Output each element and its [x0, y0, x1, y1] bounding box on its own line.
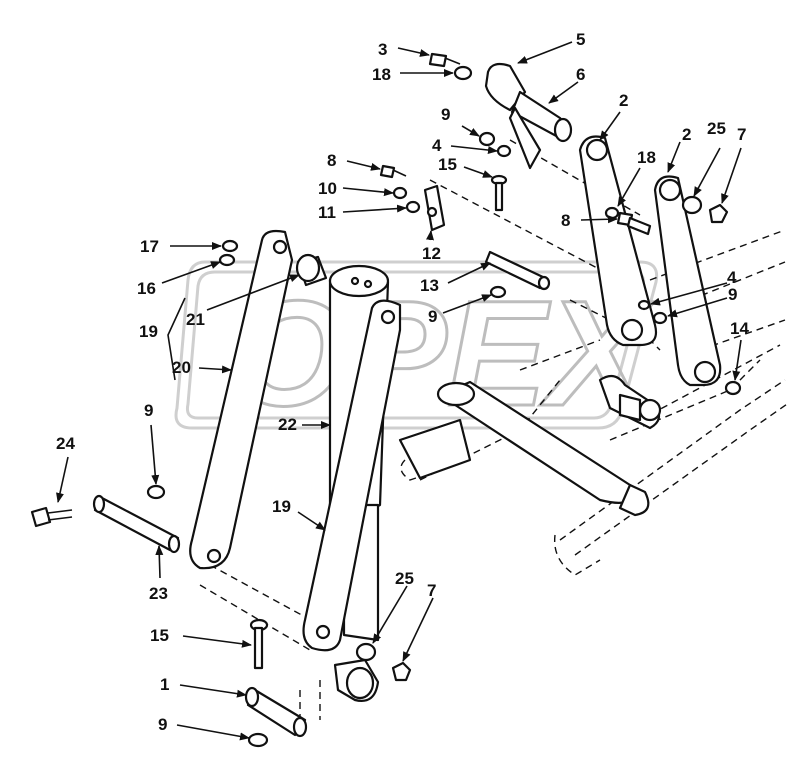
callout-6: 6	[576, 65, 585, 84]
callout-18: 18	[372, 65, 391, 84]
callout-13: 13	[420, 276, 439, 295]
callout-14: 14	[730, 319, 749, 338]
bolt-15-lower	[249, 618, 269, 670]
link-2-rear	[653, 175, 722, 387]
callout-20: 20	[172, 358, 191, 377]
bolt-8-top	[379, 164, 407, 179]
callout-24: 24	[56, 434, 75, 453]
callout-labels: 3 5 18 6 2 9 4 2 25 7 18 15 8 10 11 8 12…	[56, 30, 749, 734]
watermark: OPEX	[174, 260, 659, 439]
pin-1	[244, 686, 308, 738]
callout-8: 8	[561, 211, 570, 230]
cross-shaft	[398, 380, 650, 517]
shaft-13	[484, 250, 551, 291]
nut-9-left	[146, 484, 166, 500]
callout-7: 7	[427, 581, 436, 600]
washer-25-upper	[681, 195, 703, 215]
callout-1: 1	[160, 675, 169, 694]
nut-7-lower	[391, 661, 412, 682]
callout-2: 2	[619, 91, 628, 110]
callout-11: 11	[318, 203, 336, 222]
callout-3: 3	[378, 40, 387, 59]
nut-16	[218, 253, 236, 267]
callout-21: 21	[186, 310, 205, 329]
bolt-8-right	[616, 211, 652, 236]
leader-lines	[56, 41, 742, 741]
callout-12: 12	[422, 244, 441, 263]
callout-25: 25	[395, 569, 414, 588]
washer-25-lower	[355, 642, 377, 662]
callout-9: 9	[428, 307, 437, 326]
callout-9: 9	[441, 105, 450, 124]
callout-9: 9	[144, 401, 153, 420]
callout-19: 19	[272, 497, 291, 516]
link-20-left	[189, 229, 294, 570]
pin-23	[92, 494, 181, 554]
callout-19: 19	[139, 322, 158, 341]
nut-9-center	[489, 285, 507, 299]
callout-25: 25	[707, 119, 726, 138]
callout-7: 7	[737, 125, 746, 144]
callout-8: 8	[327, 151, 336, 170]
callout-22: 22	[278, 415, 297, 434]
callout-9: 9	[158, 715, 167, 734]
nut-11	[405, 200, 421, 214]
nut-7-upper	[708, 203, 729, 224]
callout-10: 10	[318, 179, 337, 198]
pivot-bracket-right	[598, 374, 662, 430]
nut-10	[392, 186, 408, 200]
callout-2: 2	[682, 125, 691, 144]
bolt-24	[30, 506, 73, 528]
bolt-15-top	[490, 174, 508, 212]
nut-4-right	[637, 299, 651, 311]
bracket-12	[423, 184, 446, 232]
callout-18: 18	[637, 148, 656, 167]
bushing-21	[295, 253, 328, 287]
nut-18-right	[604, 206, 620, 220]
callout-15: 15	[150, 626, 169, 645]
callout-4: 4	[727, 268, 737, 287]
bolt-3	[428, 52, 461, 68]
watermark-text: OPEX	[230, 269, 655, 437]
callout-9: 9	[728, 285, 737, 304]
pivot-arm-5	[484, 62, 573, 170]
link-2-front	[578, 135, 658, 347]
nut-17	[221, 239, 239, 253]
nut-9-top	[478, 131, 496, 147]
rod-end-bushing	[333, 658, 380, 702]
nut-18-top	[453, 65, 473, 81]
link-19-center	[302, 299, 402, 652]
callout-16: 16	[137, 279, 156, 298]
nut-4-top	[496, 144, 512, 158]
callout-15: 15	[438, 155, 457, 174]
callout-17: 17	[140, 237, 159, 256]
nut-14	[724, 380, 742, 396]
callout-23: 23	[149, 584, 168, 603]
callout-5: 5	[576, 30, 585, 49]
nut-9-right	[652, 311, 668, 325]
nut-9-lower	[247, 732, 269, 748]
callout-4: 4	[432, 136, 442, 155]
